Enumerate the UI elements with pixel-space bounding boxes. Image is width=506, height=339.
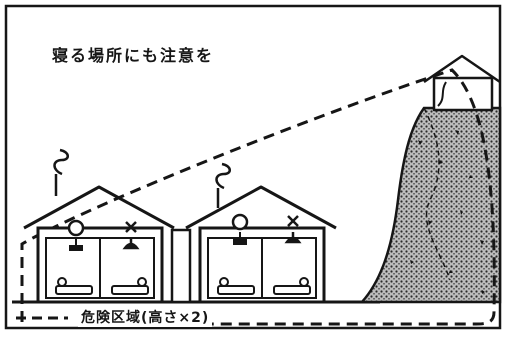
antenna-icon bbox=[215, 162, 231, 208]
diagram-title: 寝る場所にも注意を bbox=[52, 46, 215, 65]
gap-wall bbox=[170, 228, 192, 304]
lamp-danger-icon bbox=[122, 221, 140, 250]
right-house bbox=[185, 162, 337, 304]
lamp-safe-icon bbox=[231, 213, 249, 245]
cliff-slope bbox=[359, 106, 502, 304]
danger-zone-boundary bbox=[20, 68, 496, 326]
antenna-icon bbox=[53, 148, 69, 196]
lamp-safe-icon bbox=[67, 219, 85, 251]
lamp-danger-icon bbox=[284, 215, 302, 244]
left-house bbox=[23, 148, 175, 304]
sleeping-person-icon bbox=[55, 277, 149, 295]
danger-zone-label: 危険区域(高さ×2) bbox=[78, 307, 213, 327]
sleeping-person-icon bbox=[217, 277, 311, 295]
